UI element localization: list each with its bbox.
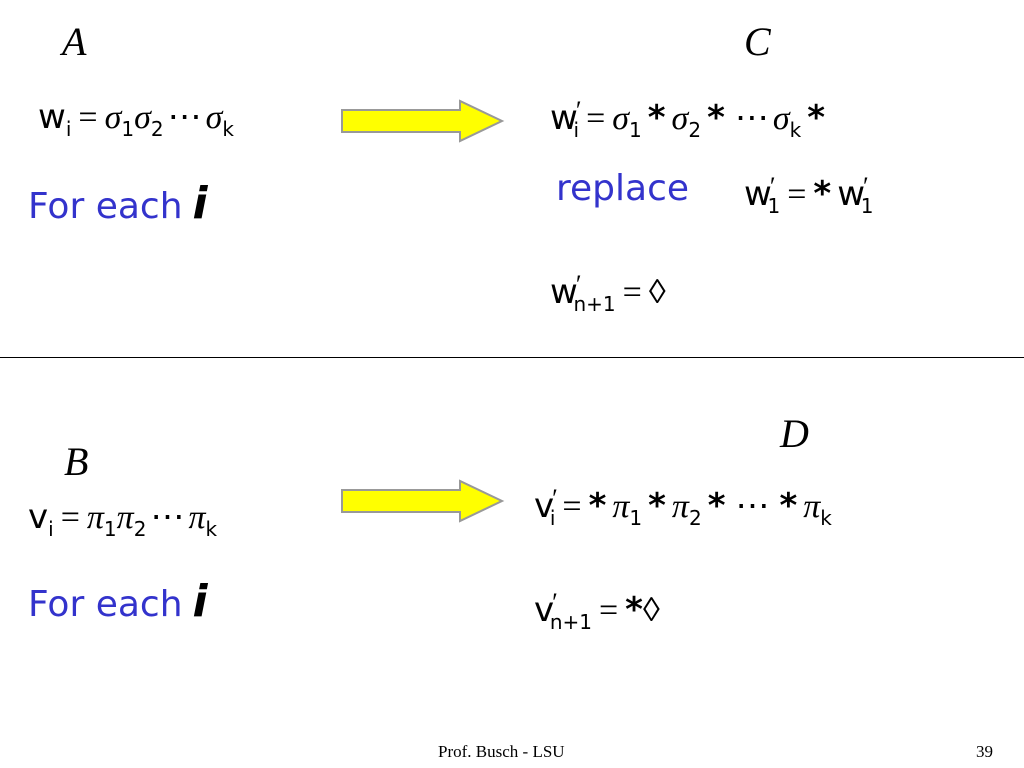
label-a: A xyxy=(62,19,87,64)
equation-w-i-prime: w′i=σ1*σ2*⋯σk* xyxy=(550,96,825,142)
label-b: B xyxy=(64,439,89,484)
arrow-right-icon-top xyxy=(341,99,505,143)
equation-w-1-prime: w′1=*w′1 xyxy=(744,172,874,218)
equation-w-n-plus-1-prime: w′n+1=◊ xyxy=(550,270,666,316)
equation-v-i: vi=π1π2⋯πk xyxy=(28,497,218,541)
footer-author: Prof. Busch - LSU xyxy=(438,742,565,761)
equation-v-i-prime: v′i=*π1*π2*⋯*πk xyxy=(534,484,832,530)
equation-v-n-plus-1-prime: v′n+1=*◊ xyxy=(534,588,660,634)
label-d: D xyxy=(780,411,809,456)
equation-w-i: wi=σ1σ2⋯σk xyxy=(38,97,234,141)
arrow-right-icon-bottom xyxy=(341,479,505,523)
replace-text: replace xyxy=(556,168,690,209)
page-number: 39 xyxy=(976,742,993,761)
label-c: C xyxy=(744,19,771,64)
section-divider xyxy=(0,357,1024,358)
